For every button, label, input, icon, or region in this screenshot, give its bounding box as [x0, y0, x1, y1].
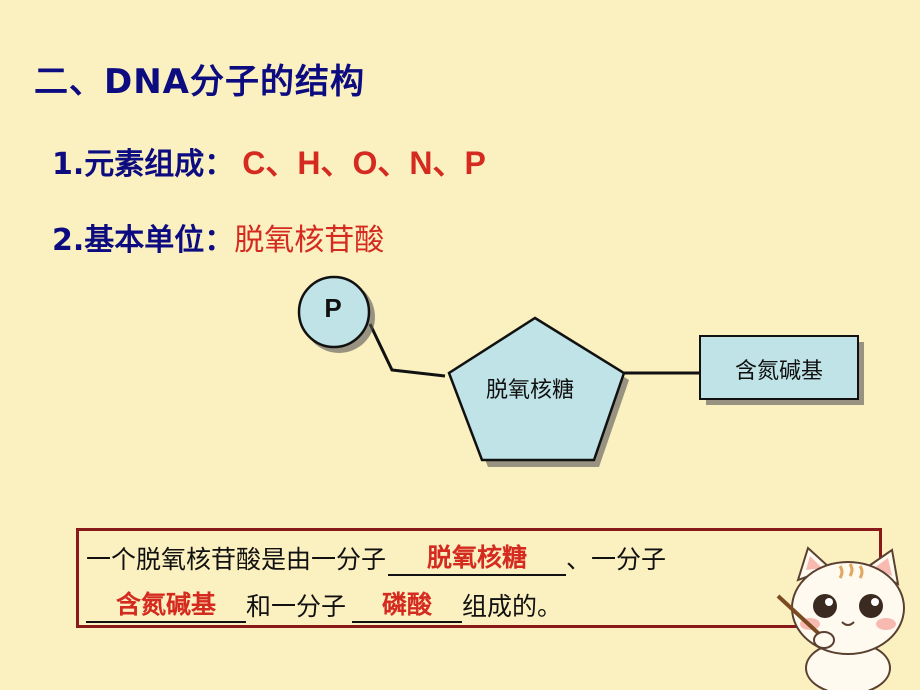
cartoon-cat-decoration — [776, 546, 905, 690]
fill-in-sentence-box — [76, 528, 882, 628]
base-rectangle — [699, 335, 859, 400]
element-composition-label: 1.元素组成： — [52, 147, 235, 182]
blank-2: 含氮碱基 — [86, 587, 246, 623]
sentence-part-2: 、一分子 — [566, 545, 667, 574]
blank-1-answer: 脱氧核糖 — [427, 543, 528, 572]
basic-unit-value: 脱氧核苷酸 — [234, 223, 385, 258]
blank-1: 脱氧核糖 — [388, 540, 567, 576]
sentence-part-3: 和一分子 — [246, 592, 347, 621]
basic-unit-row: 2.基本单位：脱氧核苷酸 — [52, 215, 384, 259]
element-composition-value: C、H、O、N、P — [242, 145, 486, 181]
slide-title: 二、DNA分子的结构 — [34, 62, 365, 102]
blank-3-answer: 磷酸 — [382, 590, 433, 619]
sentence-line-2: 含氮碱基 和一分子 磷酸组成的。 — [86, 587, 562, 623]
sentence-line-1: 一个脱氧核苷酸是由一分子 脱氧核糖 、一分子 — [86, 540, 666, 576]
blank-3: 磷酸 — [352, 587, 463, 623]
basic-unit-label: 2.基本单位： — [52, 223, 235, 258]
blank-2-answer: 含氮碱基 — [115, 590, 216, 619]
base-label: 含氮碱基 — [734, 359, 823, 384]
deoxyribose-pentagon — [447, 316, 626, 462]
element-composition-row: 1.元素组成：C、H、O、N、P — [52, 138, 486, 184]
sentence-part-1: 一个脱氧核苷酸是由一分子 — [86, 545, 387, 574]
phosphate-label: P — [324, 293, 342, 323]
phosphate-sugar-bond — [368, 323, 446, 378]
sentence-part-4: 组成的。 — [462, 592, 563, 621]
sugar-label: 脱氧核糖 — [485, 378, 574, 403]
phosphate-circle — [297, 275, 371, 349]
